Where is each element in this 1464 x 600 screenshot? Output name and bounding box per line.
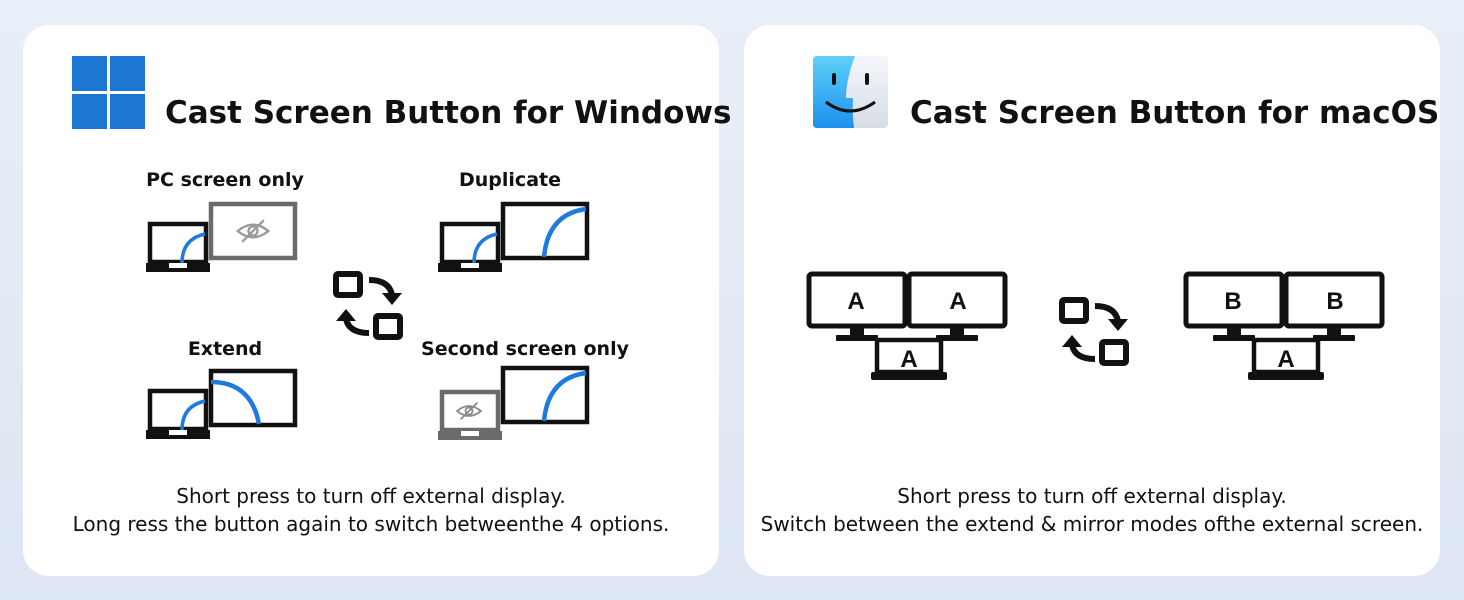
windows-description: Short press to turn off external display… [23,482,719,538]
windows-title: Cast Screen Button for Windows [165,95,732,131]
macos-panel: Cast Screen Button for macOS A A A B B A… [744,25,1440,576]
finder-logo-icon [813,56,888,128]
pc-screen-only-icon [143,201,298,281]
extend-monitor-right-letter: A [949,288,966,315]
second-screen-only-icon [435,365,590,445]
mac-extend-diagram: A A A [806,271,1012,383]
macos-description: Short press to turn off external display… [744,482,1440,538]
mode-label-pc-screen-only: PC screen only [146,169,304,191]
switch-arrows-icon [331,269,407,345]
mirror-monitor-left-letter: B [1224,288,1241,315]
extend-monitor-left-letter: A [847,288,864,315]
duplicate-icon [435,201,590,281]
macos-description-line-1: Short press to turn off external display… [897,484,1287,508]
mac-mirror-diagram: B B A [1183,271,1389,383]
switch-arrows-icon [1057,295,1133,371]
windows-panel: Cast Screen Button for Windows PC screen… [23,25,731,576]
extend-laptop-letter: A [900,346,917,373]
mode-label-duplicate: Duplicate [459,169,561,191]
macos-description-line-2: Switch between the extend & mirror modes… [760,512,1424,536]
mode-label-second-screen-only: Second screen only [421,338,629,360]
macos-title: Cast Screen Button for macOS [910,95,1440,131]
mirror-monitor-right-letter: B [1326,288,1343,315]
windows-description-line-2: Long ress the button again to switch bet… [72,512,670,536]
mode-label-extend: Extend [187,338,263,360]
windows-description-line-1: Short press to turn off external display… [176,484,566,508]
extend-icon [143,368,298,448]
windows-logo-icon [72,56,145,129]
mirror-laptop-letter: A [1277,346,1294,373]
